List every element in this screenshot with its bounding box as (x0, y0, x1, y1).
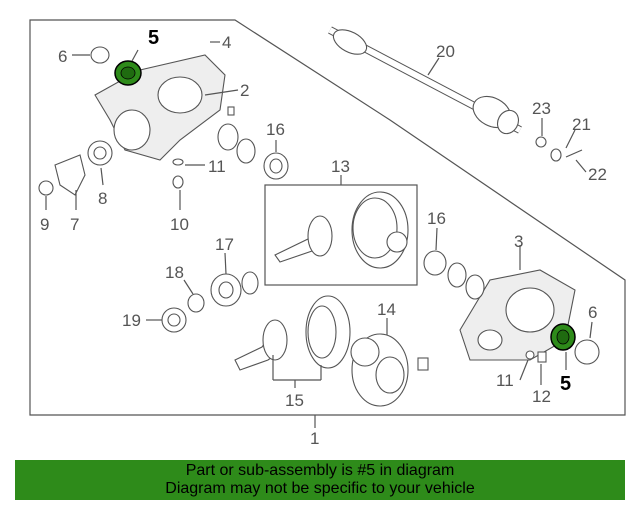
callout-22: 22 (588, 165, 607, 184)
callout-23: 23 (532, 99, 551, 118)
rear-housing (459, 269, 576, 361)
callout-18: 18 (165, 263, 184, 282)
callout-5-upper: 5 (148, 27, 159, 49)
callout-14: 14 (377, 300, 396, 319)
seal-5-lower-inner (556, 329, 570, 345)
callout-17: 17 (215, 235, 234, 254)
callout-15: 15 (285, 391, 304, 410)
callout-2: 2 (240, 81, 249, 100)
callout-6-lower: 6 (588, 303, 597, 322)
axle-shaft (328, 26, 522, 135)
callout-9: 9 (40, 215, 49, 234)
callout-20: 20 (436, 42, 455, 61)
callout-1: 1 (310, 429, 319, 448)
callout-4: 4 (222, 33, 231, 52)
seal-5-upper-inner (120, 66, 136, 80)
callout-5-lower: 5 (560, 373, 571, 395)
callout-11-lower: 11 (496, 371, 514, 390)
assembly-outline (29, 19, 626, 416)
callout-16-lower: 16 (427, 209, 446, 228)
pinion-and-differential-13 (274, 191, 409, 269)
callout-7: 7 (70, 215, 79, 234)
ring-and-pinion-15 (234, 295, 351, 371)
callout-21: 21 (572, 115, 591, 134)
differential-case-14 (350, 333, 409, 407)
banner-line-1: Part or sub-assembly is #5 in diagram (185, 462, 455, 479)
callout-3: 3 (514, 232, 523, 251)
notice-banner: Part or sub-assembly is #5 in diagram Di… (15, 460, 625, 500)
callout-13: 13 (331, 157, 350, 176)
callout-19: 19 (122, 311, 141, 330)
small-parts (38, 46, 600, 371)
callout-10: 10 (170, 215, 189, 234)
callout-12: 12 (532, 387, 551, 406)
callout-11-upper: 11 (208, 157, 226, 176)
callout-6-upper: 6 (58, 47, 67, 66)
callout-8: 8 (98, 189, 107, 208)
banner-line-2: Diagram may not be specific to your vehi… (165, 480, 475, 497)
leader-lines (45, 41, 593, 428)
callout-16-upper: 16 (266, 120, 285, 139)
parts-diagram: 1 2 3 4 5 5 6 6 7 8 9 10 11 11 12 13 14 … (29, 19, 626, 448)
